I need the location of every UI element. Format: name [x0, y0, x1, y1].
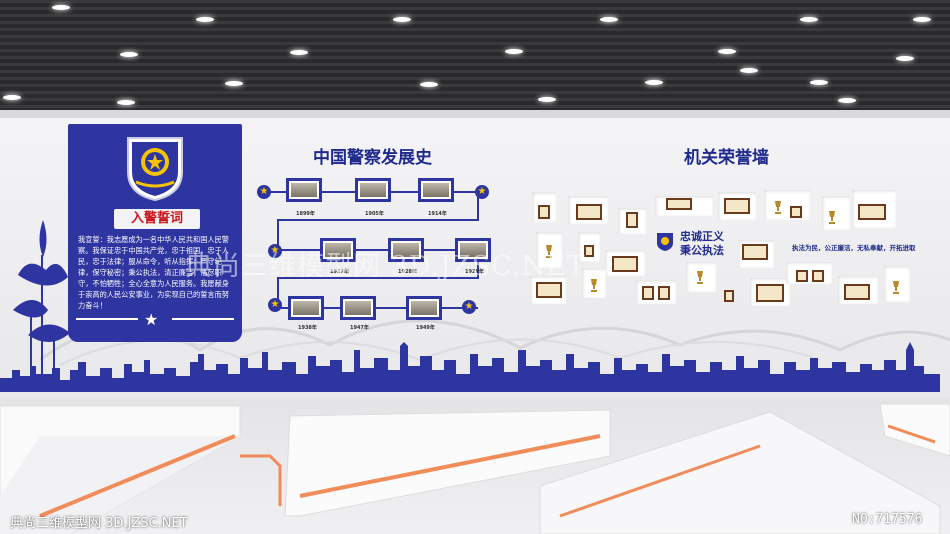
history-photo: [418, 178, 454, 202]
history-photo: [320, 238, 356, 262]
oath-body-text: 我宣誓：我志愿成为一名中华人民共和国人民警察。我保证忠于中国共产党，忠于祖国，忠…: [78, 235, 229, 310]
history-year-label: 1905年: [365, 211, 384, 217]
wall-baseline: [0, 388, 940, 392]
history-year-label: 1927年: [330, 269, 349, 275]
lotus-silhouette: [13, 220, 70, 385]
timeline-star-icon: ★: [268, 244, 282, 258]
watermark-model-number: NO:717576: [852, 512, 923, 527]
history-year-label: 1928年: [398, 269, 417, 275]
history-year-label: 1938年: [298, 325, 317, 331]
history-photo: [406, 296, 442, 320]
timeline-star-icon: ★: [475, 185, 489, 199]
display-benches: [0, 403, 950, 534]
timeline-star-icon: ★: [257, 185, 271, 199]
honor-slogan-line1: 忠诚正义: [680, 230, 724, 243]
history-photo: [388, 238, 424, 262]
ceiling-edge: [0, 110, 950, 120]
police-badge-icon: [127, 137, 183, 202]
city-skyline-silhouette: [0, 342, 940, 392]
history-wall-title: 中国警察发展史: [313, 148, 432, 168]
honor-motto: 执法为民，公正廉洁，无私奉献，开拓进取: [792, 244, 916, 252]
honor-slogan-line2: 秉公执法: [680, 244, 724, 257]
watermark-center: 典尚三维模型网 3D.JZSC.NET: [185, 251, 586, 282]
history-year-label: 1914年: [428, 211, 447, 217]
history-photo: [355, 178, 391, 202]
ceiling: [0, 0, 950, 118]
history-photo: [288, 296, 324, 320]
panel-stripe: [76, 318, 138, 320]
panel-stripe: [172, 318, 234, 320]
history-year-label: 1929年: [465, 269, 484, 275]
star-icon: ★: [144, 310, 159, 329]
watermark-bottom-left: 典尚三维模型网 3D.JZSC.NET: [10, 516, 188, 531]
history-year-label: 1899年: [296, 211, 315, 217]
oath-title: 入警誓词: [114, 209, 200, 229]
honor-badge-icon: [657, 233, 673, 251]
timeline-star-icon: ★: [268, 298, 282, 312]
history-photo: [340, 296, 376, 320]
honor-wall-title: 机关荣誉墙: [684, 148, 769, 168]
timeline-star-icon: ★: [462, 300, 476, 314]
oath-panel: 入警誓词 我宣誓：我志愿成为一名中华人民共和国人民警察。我保证忠于中国共产党，忠…: [68, 124, 242, 342]
history-year-label: 1947年: [350, 325, 369, 331]
history-photo: [455, 238, 491, 262]
history-year-label: 1949年: [416, 325, 435, 331]
history-photo: [286, 178, 322, 202]
